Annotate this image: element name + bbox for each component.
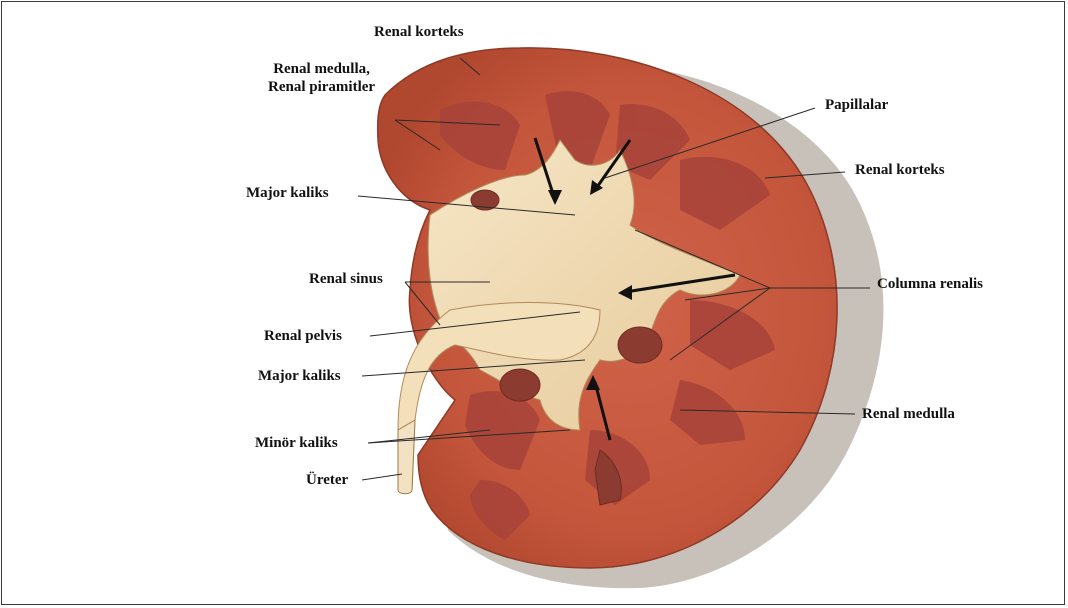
label-columna-renalis: Columna renalis bbox=[877, 275, 983, 293]
ureter bbox=[398, 420, 415, 494]
label-renal-medulla-piramitler: Renal medulla, Renal piramitler bbox=[268, 60, 375, 96]
label-ureter: Üreter bbox=[306, 471, 348, 489]
label-renal-medulla-right: Renal medulla bbox=[862, 405, 955, 423]
label-major-kaliks-lower: Major kaliks bbox=[258, 367, 341, 385]
label-minor-kaliks: Minör kaliks bbox=[255, 434, 338, 452]
label-renal-korteks-top: Renal korteks bbox=[374, 23, 464, 41]
label-renal-korteks-right: Renal korteks bbox=[855, 161, 945, 179]
label-renal-medulla-line2: Renal piramitler bbox=[268, 78, 375, 96]
label-renal-pelvis: Renal pelvis bbox=[264, 327, 342, 345]
label-renal-medulla-line1: Renal medulla, bbox=[268, 60, 375, 78]
label-papillalar: Papillalar bbox=[825, 96, 888, 114]
label-major-kaliks-upper: Major kaliks bbox=[246, 184, 329, 202]
label-renal-sinus: Renal sinus bbox=[309, 270, 383, 288]
